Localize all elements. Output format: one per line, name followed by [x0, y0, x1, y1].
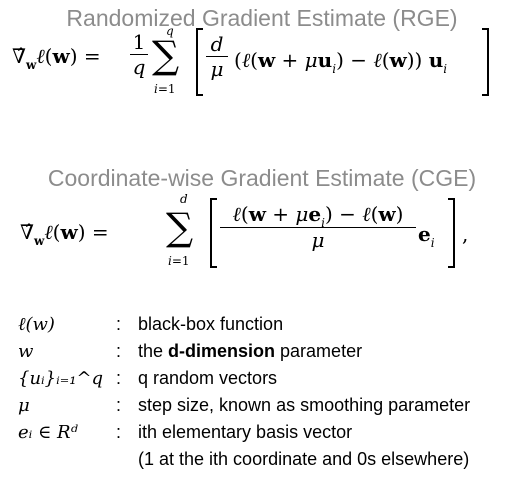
- legend-row-u: {uᵢ}ᵢ₌₁^q : q random vectors: [0, 368, 524, 394]
- rge-sum-lower: i=1: [154, 82, 176, 96]
- cge-right-bracket: [448, 198, 455, 268]
- legend-symbol: w: [18, 341, 34, 362]
- rge-sum-upper: q: [166, 24, 174, 38]
- legend-symbol: {uᵢ}ᵢ₌₁^q: [18, 368, 104, 389]
- cge-formula: ∇̂wℓ(w) = d ∑ i=1 ℓ(w + μei) − ℓ(w)μ ei …: [0, 190, 524, 280]
- rge-body: (ℓ(w + μui) − ℓ(w)) ui: [234, 48, 448, 76]
- legend-description: ith elementary basis vector: [138, 422, 353, 442]
- legend-row-w: w : the d-dimension parameter: [0, 341, 524, 367]
- legend-separator: :: [116, 314, 122, 334]
- legend-symbol: eᵢ ∈ Rᵈ: [18, 422, 78, 443]
- cge-heading: Coordinate-wise Gradient Estimate (CGE): [47, 165, 477, 191]
- cge-left-bracket: [210, 198, 217, 268]
- rge-lhs: ∇̂wℓ(w) =: [12, 44, 101, 72]
- cge-sum-upper: d: [180, 192, 188, 206]
- cge-fraction: ℓ(w + μei) − ℓ(w)μ: [220, 202, 416, 252]
- legend-symbol: μ: [18, 395, 30, 416]
- legend-separator: :: [116, 395, 122, 415]
- legend-separator: :: [116, 422, 122, 442]
- legend-symbol: ℓ(w): [18, 314, 55, 335]
- legend-description: black-box function: [138, 314, 284, 334]
- cge-sum-lower: i=1: [168, 254, 190, 268]
- legend-row-loss: ℓ(w) : black-box function: [0, 314, 524, 340]
- legend-bold-term: d-dimension: [168, 341, 276, 361]
- legend-description: the d-dimension parameter: [138, 341, 363, 361]
- legend-description: (1 at the ith coordinate and 0s elsewher…: [138, 449, 470, 469]
- legend-row-mu: μ : step size, known as smoothing parame…: [0, 395, 524, 421]
- legend-separator: :: [116, 341, 122, 361]
- rge-right-bracket: [482, 28, 489, 96]
- legend-description: q random vectors: [138, 368, 278, 388]
- cge-lhs: ∇̂wℓ(w) =: [20, 220, 109, 248]
- cge-ei: ei: [418, 222, 435, 250]
- rge-left-bracket: [196, 28, 203, 96]
- cge-comma: ,: [462, 222, 469, 246]
- legend-description: step size, known as smoothing parameter: [138, 395, 471, 415]
- cge-sum-symbol: ∑: [166, 205, 194, 249]
- legend-row-e: eᵢ ∈ Rᵈ : ith elementary basis vector: [0, 422, 524, 448]
- rge-sum-symbol: ∑: [152, 33, 180, 77]
- legend-separator: :: [116, 368, 122, 388]
- legend-row-e-note: (1 at the ith coordinate and 0s elsewher…: [0, 449, 524, 475]
- rge-heading: Randomized Gradient Estimate (RGE): [66, 5, 458, 31]
